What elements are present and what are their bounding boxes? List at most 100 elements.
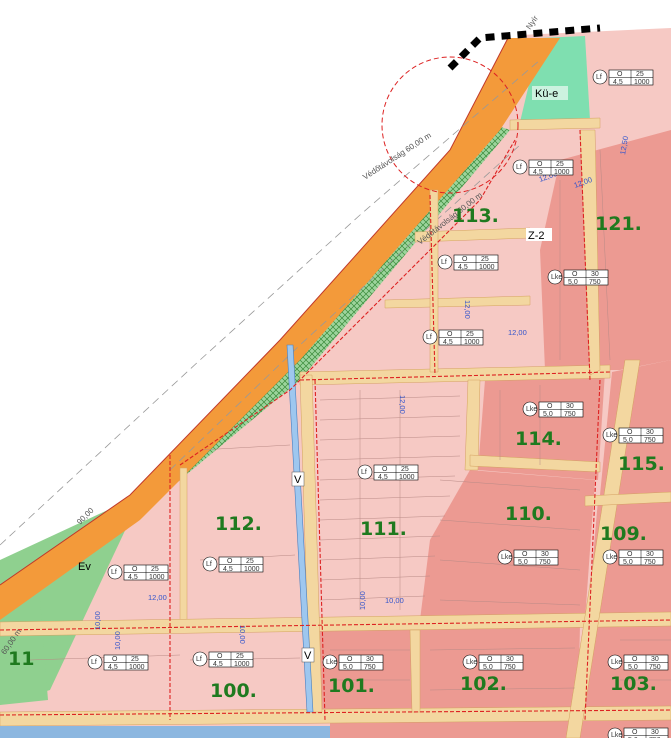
regulation-value: O [447, 331, 453, 338]
svg-text:12,00: 12,00 [398, 395, 407, 414]
regulation-value: 750 [364, 664, 376, 671]
regulation-value: 5,0 [518, 559, 528, 566]
regulation-value: 5,0 [623, 437, 633, 444]
svg-text:12,00: 12,00 [463, 300, 472, 319]
regulation-code: Lke [606, 432, 617, 439]
regulation-value: 30 [591, 271, 599, 278]
regulation-value: O [617, 71, 623, 78]
regulation-box: Lf O 25 4,5 1000 [512, 159, 574, 176]
block-103: 103. [610, 673, 657, 695]
regulation-value: 4,5 [223, 566, 233, 573]
regulation-value: 4,5 [533, 169, 543, 176]
block-113: 113. [452, 205, 499, 227]
svg-text:Z-2: Z-2 [528, 230, 545, 242]
regulation-value: O [112, 656, 118, 663]
regulation-value: 25 [481, 256, 489, 263]
regulation-value: 25 [151, 566, 159, 573]
regulation-value: 1000 [399, 474, 415, 481]
svg-text:10,00: 10,00 [358, 591, 367, 610]
regulation-value: 1000 [554, 169, 570, 176]
regulation-code: Lf [196, 656, 202, 663]
regulation-value: 4,5 [443, 339, 453, 346]
regulation-value: 25 [466, 331, 474, 338]
svg-text:V: V [304, 650, 312, 662]
block-111: 111. [360, 518, 407, 540]
regulation-value: 4,5 [213, 661, 223, 668]
residential-zone-lke-121 [540, 130, 671, 370]
regulation-value: 1000 [234, 661, 250, 668]
highway-edge [0, 37, 509, 586]
block-11: 11 [8, 648, 34, 670]
block-110: 110. [505, 503, 552, 525]
regulation-value: O [547, 403, 553, 410]
svg-text:12,00: 12,00 [148, 593, 167, 602]
zone-label-v-bottom: V [301, 647, 315, 663]
regulation-value: 1000 [634, 79, 650, 86]
regulation-code: Lke [611, 659, 622, 666]
svg-text:10,00: 10,00 [238, 625, 247, 644]
regulation-value: 30 [506, 656, 514, 663]
regulation-value: 5,0 [543, 411, 553, 418]
regulation-code: Lke [466, 659, 477, 666]
block-112: 112. [215, 513, 262, 535]
regulation-value: O [632, 729, 638, 736]
regulation-value: 4,5 [613, 79, 623, 86]
regulation-code: Lke [501, 554, 512, 561]
svg-text:10,00: 10,00 [113, 631, 122, 650]
bottom-blue-strip [0, 726, 330, 738]
regulation-value: 25 [236, 653, 244, 660]
regulation-value: 1000 [129, 664, 145, 671]
highway-band [0, 38, 560, 620]
regulation-value: O [537, 161, 543, 168]
block-109: 109. [600, 523, 647, 545]
regulation-code: Lf [596, 74, 602, 81]
regulation-value: 25 [401, 466, 409, 473]
regulation-code: Lf [516, 164, 522, 171]
regulation-code: Lf [426, 334, 432, 341]
regulation-value: O [632, 656, 638, 663]
regulation-value: 5,0 [623, 559, 633, 566]
regulation-value: 30 [646, 429, 654, 436]
regulation-value: 750 [539, 559, 551, 566]
protection-circle [381, 56, 519, 194]
svg-text:V: V [294, 474, 302, 486]
regulation-value: 1000 [244, 566, 260, 573]
regulation-value: 750 [644, 437, 656, 444]
protection-line-outer [0, 59, 541, 546]
regulation-lines [0, 129, 671, 721]
regulation-value: 1000 [149, 574, 165, 581]
regulation-value: 750 [644, 559, 656, 566]
block-121: 121. [595, 213, 642, 235]
road-network [0, 117, 671, 738]
svg-text:10,00: 10,00 [93, 611, 102, 630]
regulation-value: 5,0 [343, 664, 353, 671]
regulation-value: O [132, 566, 138, 573]
regulation-code: Lf [206, 561, 212, 568]
zone-label-kue: Kü-e [532, 86, 568, 100]
regulation-value: O [487, 656, 493, 663]
zone-label-ev: Ev [78, 561, 91, 573]
residential-zone-lke-114 [478, 372, 605, 480]
regulation-value: 25 [131, 656, 139, 663]
water-channel-v [286, 344, 314, 713]
regulation-value: O [522, 551, 528, 558]
regulation-value: 25 [556, 161, 564, 168]
regulation-value: 30 [651, 656, 659, 663]
regulation-value: 5,0 [483, 664, 493, 671]
zone-label-z2: Z-2 [526, 228, 552, 242]
